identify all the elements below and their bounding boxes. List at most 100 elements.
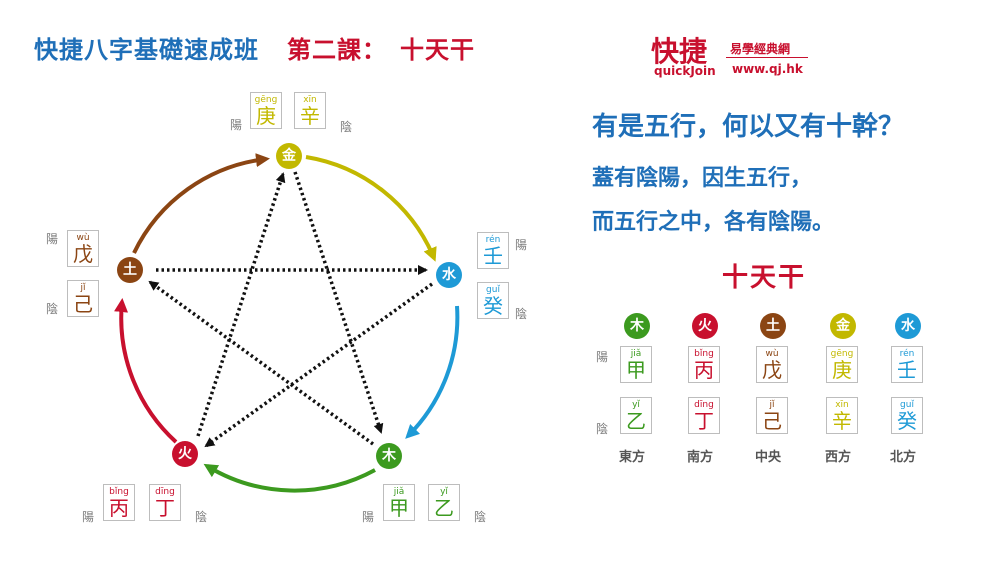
pinyin-xin: xīn [303, 95, 317, 105]
stem-box-yi: yǐ 乙 [428, 484, 460, 521]
yang-label-fire: 陽 [82, 510, 95, 524]
stem-box-ren: rén 壬 [477, 232, 509, 269]
table-stem-geng: 庚 [832, 358, 852, 382]
stem-ding: 丁 [155, 496, 175, 520]
direction-north: 北方 [890, 450, 917, 465]
direction-south: 南方 [687, 450, 714, 465]
stem-box-xin: xīn 辛 [294, 92, 326, 129]
table-pinyin-ji: jǐ [769, 400, 775, 410]
question-text: 有是五行，何以又有十幹？ [592, 112, 905, 142]
pinyin-gui: guǐ [486, 285, 500, 295]
table-pinyin-geng: gēng [830, 349, 854, 359]
table-node-metal: 金 [830, 313, 856, 339]
table-box-ding: dīng 丁 [688, 397, 720, 434]
table-pinyin-yi: yǐ [632, 400, 640, 410]
pinyin-jia: jiǎ [393, 487, 405, 497]
table-pinyin-jia: jiǎ [630, 349, 642, 359]
stem-ji: 己 [73, 292, 93, 316]
course-title: 快捷八字基礎速成班 [34, 36, 259, 64]
brand-url[interactable]: www.qj.hk [732, 62, 803, 76]
yin-label-metal: 陰 [340, 120, 353, 134]
stem-box-jia: jiǎ 甲 [383, 484, 415, 521]
table-box-ji: jǐ 己 [756, 397, 788, 434]
table-pinyin-wu: wù [765, 349, 779, 359]
table-box-yi: yǐ 乙 [620, 397, 652, 434]
direction-center: 中央 [755, 450, 782, 465]
arc-water-to-wood [405, 305, 460, 439]
stem-geng: 庚 [256, 104, 276, 128]
table-node-wood: 木 [624, 313, 650, 339]
table-node-water: 水 [895, 313, 921, 339]
table-pinyin-ren: rén [899, 349, 915, 359]
table-stem-xin: 辛 [832, 409, 852, 433]
table-stem-ding: 丁 [694, 409, 714, 433]
yin-label-water: 陰 [515, 307, 528, 321]
table-box-xin: xīn 辛 [826, 397, 858, 434]
node-wood: 木 [376, 443, 402, 469]
brand-logo-cn: 快捷 [651, 35, 708, 68]
pinyin-bing: bǐng [109, 487, 129, 497]
pinyin-wu: wù [76, 233, 90, 243]
brand-logo-en: quickJoin [654, 64, 716, 78]
ctrl-fire-metal [196, 172, 286, 437]
yang-label-water: 陽 [515, 238, 528, 252]
ctrl-metal-wood [293, 171, 384, 434]
yang-label-wood: 陽 [362, 510, 375, 524]
table-stem-ji: 己 [762, 409, 782, 433]
table-box-geng: gēng 庚 [826, 346, 858, 383]
yang-label-earth: 陽 [46, 232, 59, 246]
arc-fire-to-earth [114, 298, 178, 444]
table-stem-ren: 壬 [897, 358, 917, 382]
table-node-earth: 土 [760, 313, 786, 339]
pinyin-ding: dīng [155, 487, 175, 497]
stem-yi: 乙 [434, 496, 454, 520]
node-water: 水 [436, 262, 462, 288]
stem-wu: 戊 [73, 242, 93, 266]
table-pinyin-xin: xīn [835, 400, 849, 410]
pinyin-ren: rén [485, 235, 501, 245]
ctrl-water-fire [204, 282, 434, 448]
stem-box-bing: bǐng 丙 [103, 484, 135, 521]
table-node-fire: 火 [692, 313, 718, 339]
table-box-jia: jiǎ 甲 [620, 346, 652, 383]
table-stem-gui: 癸 [897, 409, 917, 433]
brand-divider [726, 57, 808, 58]
arc-metal-to-water [305, 155, 437, 262]
stem-bing: 丙 [109, 496, 129, 520]
table-box-gui: guǐ 癸 [891, 397, 923, 434]
table-stem-jia: 甲 [626, 358, 646, 382]
table-pinyin-bing: bǐng [694, 349, 714, 359]
table-box-bing: bǐng 丙 [688, 346, 720, 383]
stem-jia: 甲 [389, 496, 409, 520]
yin-label-earth: 陰 [46, 302, 59, 316]
stem-ren: 壬 [483, 244, 503, 268]
stem-box-wu: wù 戊 [67, 230, 99, 267]
brand-site-name: 易學經典網 [730, 42, 791, 56]
pinyin-yi: yǐ [440, 487, 448, 497]
ctrl-wood-earth [148, 280, 375, 446]
table-stem-wu: 戊 [762, 358, 782, 382]
direction-west: 西方 [825, 450, 852, 465]
node-fire: 火 [172, 441, 198, 467]
answer-line-2: 而五行之中，各有陰陽。 [592, 210, 835, 235]
yin-label-wood: 陰 [474, 510, 487, 524]
table-pinyin-gui: guǐ [900, 400, 914, 410]
answer-line-1: 蓋有陰陽，因生五行， [592, 166, 813, 191]
table-box-ren: rén 壬 [891, 346, 923, 383]
yang-label-metal: 陽 [230, 118, 243, 132]
stem-box-geng: gēng 庚 [250, 92, 282, 129]
subtitle-ten-stems: 十天干 [722, 263, 807, 293]
table-stem-yi: 乙 [626, 409, 646, 433]
pinyin-ji: jǐ [80, 283, 86, 293]
arc-wood-to-fire [203, 463, 376, 493]
stem-gui: 癸 [483, 294, 503, 318]
arc-earth-to-metal [132, 153, 270, 254]
stem-box-ding: dīng 丁 [149, 484, 181, 521]
table-pinyin-ding: dīng [694, 400, 714, 410]
node-earth: 土 [117, 257, 143, 283]
direction-east: 東方 [619, 450, 646, 465]
lesson-title: 第二課： 十天干 [287, 36, 475, 64]
node-metal: 金 [276, 143, 302, 169]
table-yang-label: 陽 [596, 350, 609, 364]
